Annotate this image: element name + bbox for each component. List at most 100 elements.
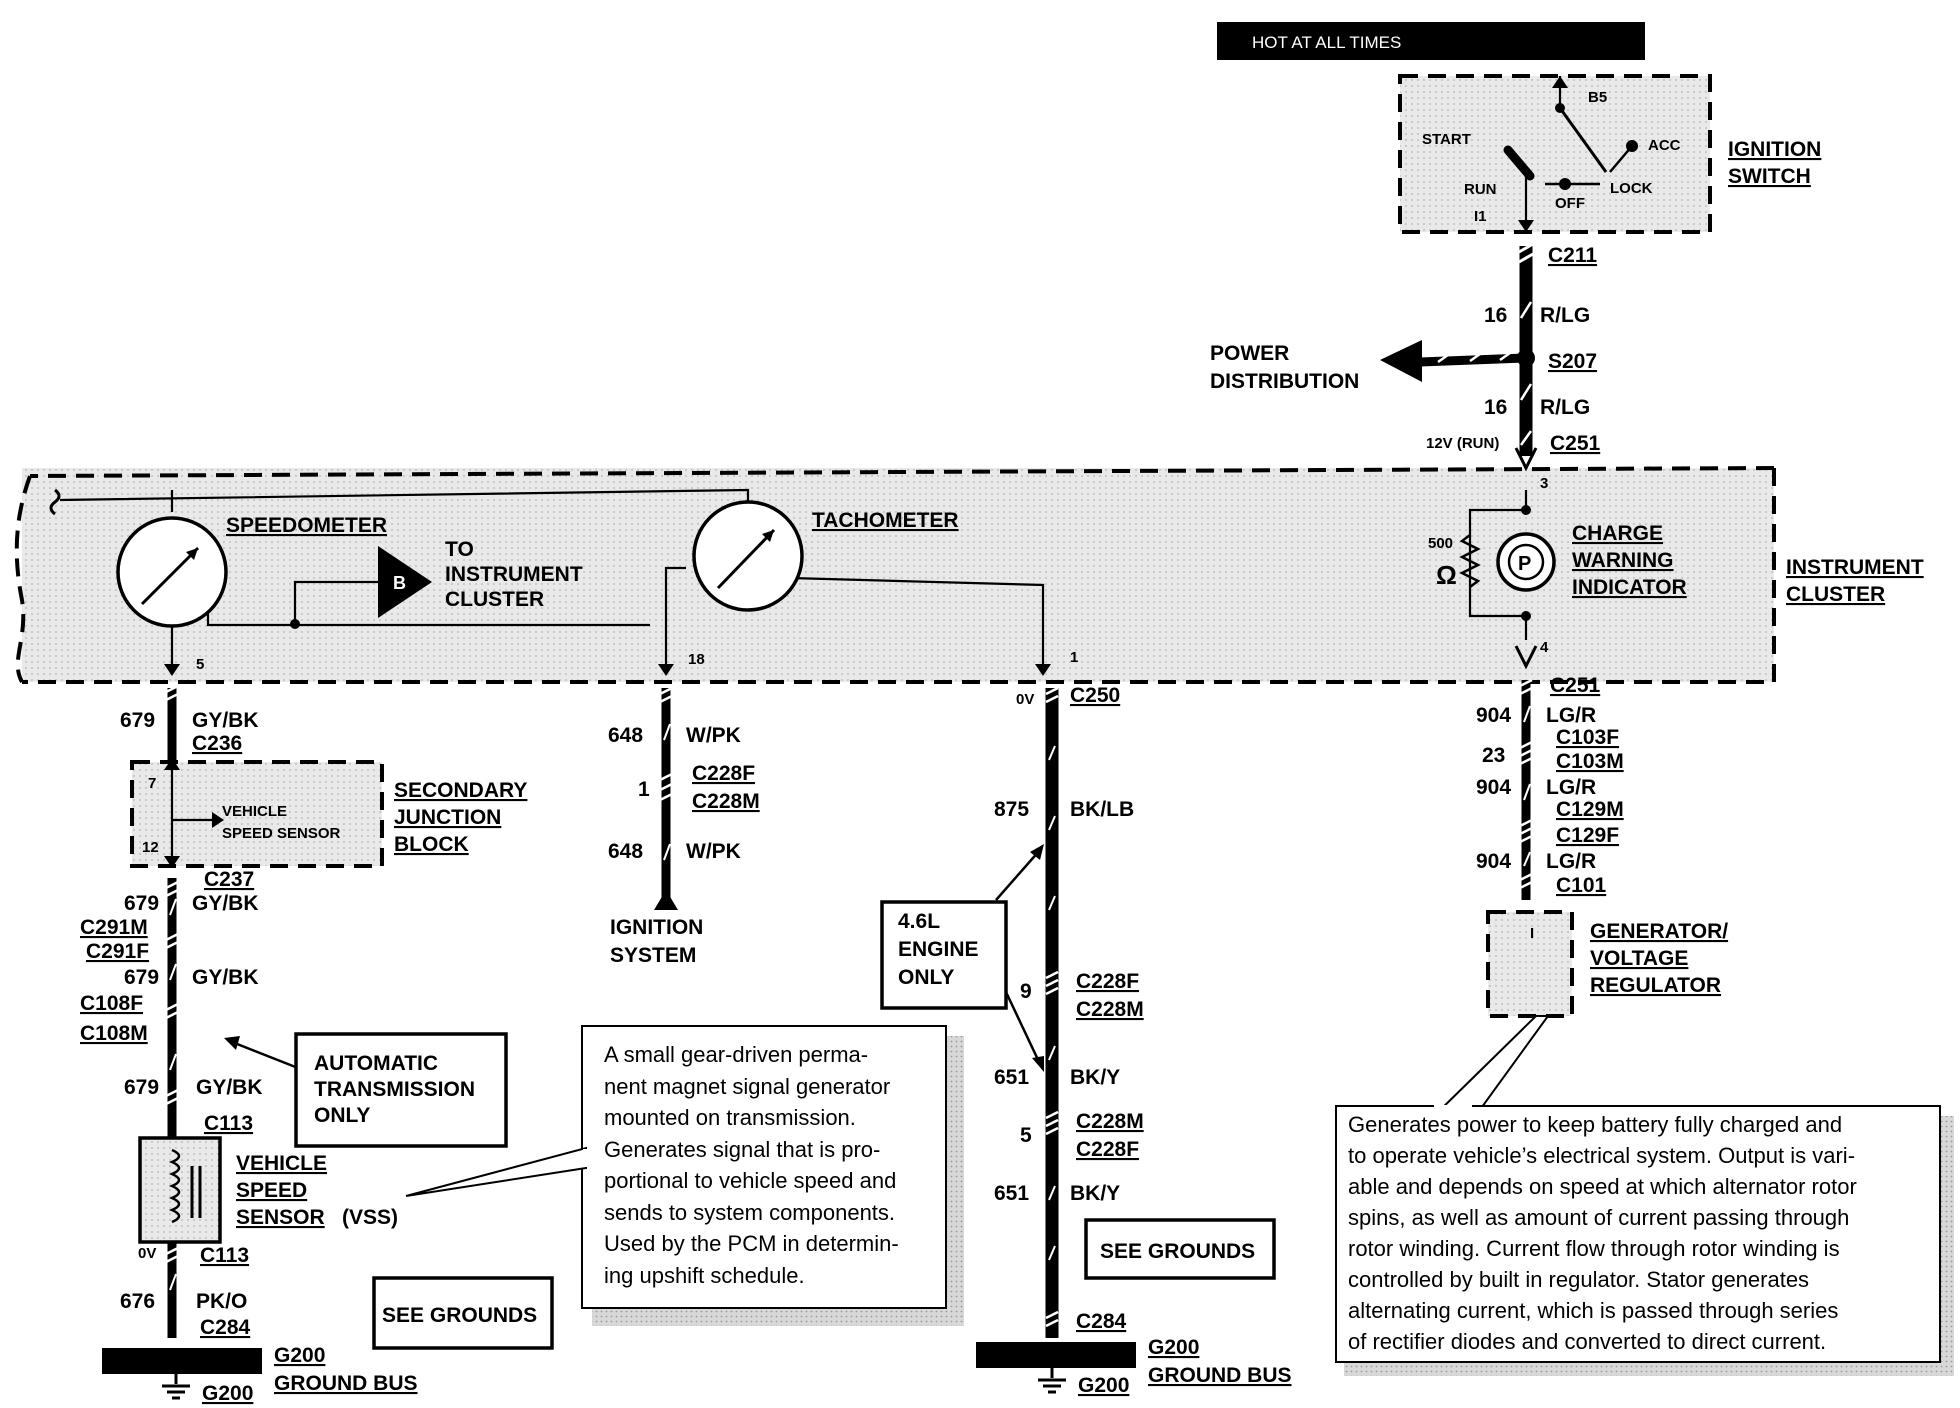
g200-left-b: G200: [202, 1382, 253, 1405]
auto-trans-line2: TRANSMISSION: [314, 1078, 475, 1101]
c228m-tach-label: C228M: [692, 790, 760, 813]
arrow-head: [212, 812, 224, 828]
c291f-label: C291F: [86, 940, 149, 963]
wire-lgr-a: LG/R: [1546, 704, 1596, 727]
c250-0v: 0V: [1016, 691, 1034, 708]
wire-651-b: 651: [994, 1182, 1029, 1205]
generator-pin-i: I: [1530, 925, 1534, 942]
switch-lever: [1558, 107, 1608, 173]
cluster-border-top: [29, 466, 1775, 478]
ground-bus-left: [102, 1348, 262, 1400]
leader-line: [231, 1040, 299, 1070]
c113-top-label: C113: [204, 1112, 253, 1135]
vss-note-line: sends to system components.: [604, 1200, 895, 1225]
sjb-inner-line1: VEHICLE: [222, 803, 287, 820]
wire-stripe: [1437, 351, 1511, 364]
lamp-inner: [1507, 543, 1545, 581]
arrow-head: [762, 530, 774, 542]
speedometer-circuit: [165, 684, 179, 1338]
generator-label-2: VOLTAGE: [1590, 947, 1688, 970]
engine-only-line2: ENGINE: [898, 938, 979, 961]
speedometer-label: SPEEDOMETER: [226, 514, 387, 537]
switch-pin-i1: I1: [1474, 208, 1487, 225]
wire-gybk-c: GY/BK: [192, 966, 259, 989]
resistor-value: 500: [1428, 535, 1453, 552]
generator-note-text: Generates power to keep battery fully ch…: [1348, 1112, 1857, 1354]
wire-lgr-b: LG/R: [1546, 776, 1596, 799]
wire-679-d: 679: [124, 1076, 159, 1099]
power-dist-label-1: POWER: [1210, 342, 1289, 365]
wire-904-a: 904: [1476, 704, 1511, 727]
wire-bky-b: BK/Y: [1070, 1182, 1120, 1205]
switch-pos-b5: B5: [1588, 89, 1607, 106]
c129f-label: C129F: [1556, 824, 1619, 847]
wire-pko: PK/O: [196, 1290, 247, 1313]
gen-note-pointer: [1429, 1015, 1550, 1119]
arrow-head: [164, 664, 180, 676]
wire-679-c: 679: [124, 966, 159, 989]
wire-rlg-a: R/LG: [1540, 304, 1590, 327]
auto-trans-line1: AUTOMATIC: [314, 1052, 438, 1075]
pin-1: 1: [1070, 649, 1078, 666]
switch-border: [1398, 74, 1712, 234]
sjb-label-3: BLOCK: [394, 833, 469, 856]
connector-c211: [1518, 242, 1534, 264]
wire-stripe: [1519, 301, 1533, 446]
b-branch: [293, 580, 385, 624]
gen-note-line: able and depends on speed at which alter…: [1348, 1174, 1857, 1199]
speedometer-needle: [140, 546, 200, 606]
arrow-head: [1514, 645, 1538, 670]
wire-wpk-b: W/PK: [686, 840, 741, 863]
wire-679-b: 679: [124, 892, 159, 915]
switch-pos-acc: ACC: [1648, 137, 1681, 154]
engine-only-note: [880, 844, 1044, 1072]
wire-676: 676: [120, 1290, 155, 1313]
b-marker-letter: B: [393, 573, 406, 593]
generator-note: [1335, 1105, 1954, 1376]
engine-only-box: [880, 900, 1008, 1010]
vss-label-1: VEHICLE: [236, 1152, 327, 1175]
cluster-border: [22, 468, 1776, 684]
cluster-label-1: INSTRUMENT: [1786, 556, 1924, 579]
generator-shading: [1488, 912, 1572, 1016]
to-cluster-line3: CLUSTER: [445, 588, 544, 611]
vss-note-box: [581, 1025, 947, 1309]
arrow-head: [1030, 844, 1044, 860]
ignition-switch-label-2: SWITCH: [1728, 165, 1811, 188]
tach-out-1: [789, 576, 1045, 670]
ground-bus-bar: [102, 1348, 262, 1374]
acc-link: [1609, 145, 1633, 173]
generator-note-box: [1335, 1105, 1941, 1363]
wire-stripe: [169, 898, 177, 1291]
vss-note-text: A small gear-driven perma- nent magnet s…: [604, 1042, 899, 1288]
note-pointer: [405, 1146, 587, 1197]
start-contact: [1503, 145, 1535, 181]
generator-border: [1486, 910, 1574, 1018]
engine-only-line1: 4.6L: [898, 910, 940, 933]
c113-bottom-label: C113: [200, 1244, 249, 1267]
vss-note-line: nent magnet signal generator: [604, 1074, 890, 1099]
sjb-border: [130, 760, 384, 868]
c251-bottom-label: C251: [1550, 674, 1601, 697]
switch-pos-start: START: [1422, 131, 1471, 148]
wire-gybk-b: GY/BK: [192, 892, 259, 915]
wire-bky-a: BK/Y: [1070, 1066, 1120, 1089]
tach-out-18: [664, 566, 686, 670]
c228f-tach-label: C228F: [692, 762, 755, 785]
wire-904-b: 904: [1476, 776, 1511, 799]
g200-left-a: G200: [274, 1344, 325, 1367]
engine-pin-9: 9: [1020, 980, 1032, 1003]
vss-label-3: SENSOR: [236, 1206, 325, 1229]
connector-marks: [1045, 686, 1059, 1328]
arrow-head: [164, 758, 180, 770]
see-grounds-left: SEE GROUNDS: [382, 1304, 537, 1327]
leader-line: [1004, 991, 1042, 1065]
generator-voltage-regulator: [1429, 910, 1574, 1119]
c129m-label: C129M: [1556, 798, 1624, 821]
sjb-shading: [132, 762, 382, 866]
switch-pos-off: OFF: [1555, 195, 1585, 212]
c228f-engine-a: C228F: [1076, 970, 1139, 993]
vss-coil: [168, 1148, 181, 1224]
sjb-inner-line2: SPEED SENSOR: [222, 825, 341, 842]
